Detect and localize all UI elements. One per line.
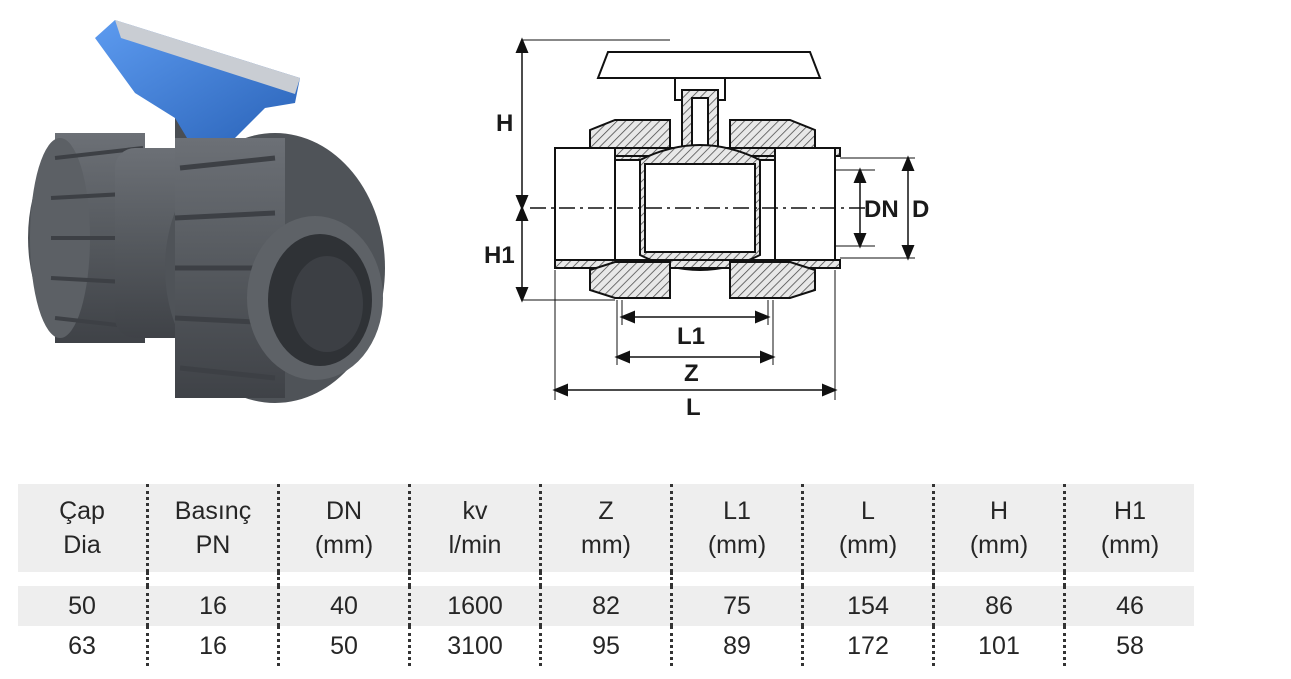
- table-row: 63 16 50 3100 95 89 172 101 58: [18, 626, 1194, 666]
- table-cell: 63: [68, 632, 96, 660]
- table-cell: 101: [932, 626, 1063, 666]
- header-h1: H1(mm): [1063, 484, 1194, 572]
- dim-label-d: D: [912, 196, 929, 223]
- valve-dimension-drawing: H H1 DN D L1 Z L: [484, 37, 929, 421]
- table-cell: 16: [146, 586, 277, 626]
- table-cell: 95: [539, 626, 670, 666]
- dim-label-l1: L1: [677, 323, 705, 350]
- header-dn: DN(mm): [277, 484, 408, 572]
- dim-label-l: L: [686, 394, 701, 421]
- table-cell: 40: [277, 586, 408, 626]
- header-l1: L1(mm): [670, 484, 801, 572]
- table-cell: 3100: [408, 626, 539, 666]
- header-h: H(mm): [932, 484, 1063, 572]
- table-cell: 58: [1063, 626, 1194, 666]
- dim-label-h1: H1: [484, 242, 515, 269]
- dim-label-dn: DN: [864, 196, 899, 223]
- table-cell: 50: [277, 626, 408, 666]
- table-cell: 50: [68, 592, 96, 620]
- table-cell: 16: [146, 626, 277, 666]
- table-cell: 1600: [408, 586, 539, 626]
- dim-label-z: Z: [684, 360, 699, 387]
- table-cell: 46: [1063, 586, 1194, 626]
- table-cell: 172: [801, 626, 932, 666]
- dim-label-h: H: [496, 110, 513, 137]
- table-cell: 154: [801, 586, 932, 626]
- table-cell: 82: [539, 586, 670, 626]
- table-cell: 75: [670, 586, 801, 626]
- ball-valve-photo: [28, 20, 385, 403]
- table-cell: 89: [670, 626, 801, 666]
- header-l: L(mm): [801, 484, 932, 572]
- table-spacer: [18, 572, 1194, 586]
- table-cell: 86: [932, 586, 1063, 626]
- table-row: 50 16 40 1600 82 75 154 86 46: [18, 586, 1194, 626]
